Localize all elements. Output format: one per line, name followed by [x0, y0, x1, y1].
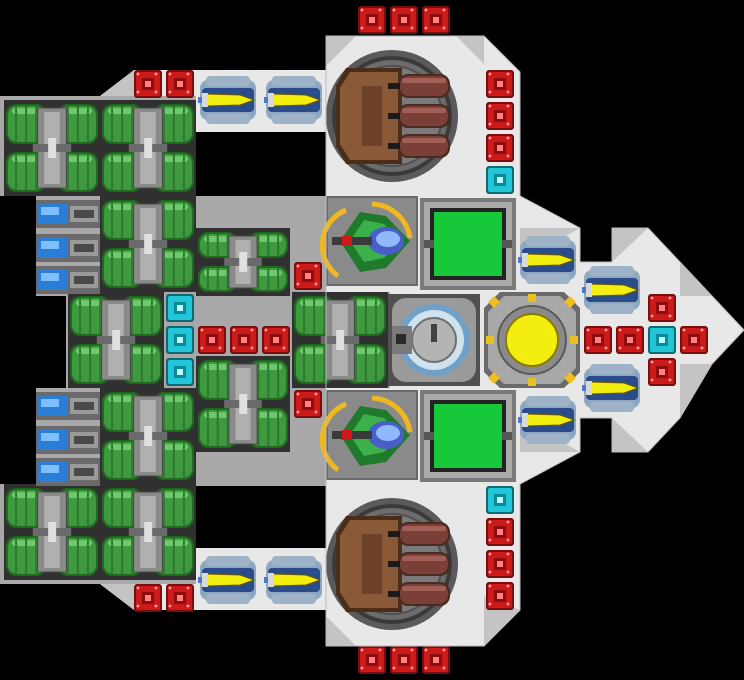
red-armor-block-icon[interactable]: [358, 6, 386, 34]
red-armor-block-icon[interactable]: [486, 102, 514, 130]
blue-battery-icon[interactable]: [36, 426, 100, 454]
green-storage-module-icon[interactable]: [100, 196, 196, 292]
red-armor-block-icon[interactable]: [294, 390, 322, 418]
red-armor-block-icon[interactable]: [648, 294, 676, 322]
red-armor-block-icon[interactable]: [230, 326, 258, 354]
cannon-battery-icon[interactable]: [326, 498, 458, 630]
missile-launcher-icon[interactable]: [198, 76, 256, 124]
cockpit-icon[interactable]: [319, 196, 418, 286]
red-armor-block-icon[interactable]: [616, 326, 644, 354]
red-armor-block-icon[interactable]: [584, 326, 612, 354]
red-armor-block-icon[interactable]: [486, 550, 514, 578]
red-armor-block-icon[interactable]: [422, 6, 450, 34]
missile-launcher-icon[interactable]: [582, 364, 640, 412]
cyan-armor-block-icon[interactable]: [486, 166, 514, 194]
hull-chamfer: [326, 36, 356, 66]
red-armor-block-icon[interactable]: [198, 326, 226, 354]
red-armor-block-icon[interactable]: [486, 518, 514, 546]
green-storage-module-icon[interactable]: [196, 228, 290, 296]
hull-gap: [0, 196, 36, 296]
hull-gap: [196, 484, 326, 548]
red-armor-block-icon[interactable]: [390, 6, 418, 34]
hull-outline: [325, 35, 744, 647]
red-armor-block-icon[interactable]: [486, 582, 514, 610]
red-armor-block-icon[interactable]: [486, 134, 514, 162]
cyan-armor-block-icon[interactable]: [648, 326, 676, 354]
hull-chamfer: [326, 616, 356, 646]
red-armor-block-icon[interactable]: [262, 326, 290, 354]
red-armor-block-icon[interactable]: [486, 70, 514, 98]
hull-chamfer: [612, 228, 648, 262]
red-armor-block-icon[interactable]: [648, 358, 676, 386]
red-armor-block-icon[interactable]: [680, 326, 708, 354]
red-armor-block-icon[interactable]: [294, 262, 322, 290]
green-storage-module-icon[interactable]: [68, 292, 164, 388]
blue-battery-icon[interactable]: [36, 458, 100, 486]
cannon-battery-icon[interactable]: [326, 50, 458, 182]
green-storage-module-icon[interactable]: [292, 292, 388, 388]
missile-launcher-icon[interactable]: [518, 236, 576, 284]
cockpit-icon[interactable]: [319, 390, 418, 480]
green-storage-module-icon[interactable]: [4, 484, 100, 580]
hull-chamfer: [100, 584, 134, 610]
hull-chamfer: [612, 418, 648, 452]
blue-battery-icon[interactable]: [36, 266, 100, 294]
red-armor-block-icon[interactable]: [166, 584, 194, 612]
missile-launcher-icon[interactable]: [198, 556, 256, 604]
green-storage-module-icon[interactable]: [196, 356, 290, 452]
cyan-armor-block-icon[interactable]: [166, 358, 194, 386]
blue-battery-icon[interactable]: [36, 392, 100, 420]
green-screen-icon[interactable]: [420, 198, 516, 290]
red-armor-block-icon[interactable]: [166, 70, 194, 98]
hull-gap: [0, 388, 36, 486]
green-storage-module-icon[interactable]: [4, 100, 100, 196]
hull-chamfer: [456, 36, 484, 64]
missile-launcher-icon[interactable]: [264, 76, 322, 124]
missile-launcher-icon[interactable]: [264, 556, 322, 604]
red-armor-block-icon[interactable]: [134, 70, 162, 98]
reactor-core-icon[interactable]: [484, 292, 580, 388]
green-storage-module-icon[interactable]: [100, 100, 196, 196]
cyan-armor-block-icon[interactable]: [486, 486, 514, 514]
hull-gap: [196, 132, 326, 196]
cyan-armor-block-icon[interactable]: [166, 294, 194, 322]
missile-launcher-icon[interactable]: [518, 396, 576, 444]
red-armor-block-icon[interactable]: [390, 646, 418, 674]
red-armor-block-icon[interactable]: [422, 646, 450, 674]
hull-chamfer: [100, 70, 134, 96]
blue-battery-icon[interactable]: [36, 200, 100, 228]
hull-gap: [0, 296, 66, 388]
cyan-armor-block-icon[interactable]: [166, 326, 194, 354]
missile-launcher-icon[interactable]: [582, 266, 640, 314]
green-storage-module-icon[interactable]: [100, 484, 196, 580]
turret-icon[interactable]: [388, 294, 480, 386]
blue-battery-icon[interactable]: [36, 234, 100, 262]
red-armor-block-icon[interactable]: [134, 584, 162, 612]
red-armor-block-icon[interactable]: [358, 646, 386, 674]
green-screen-icon[interactable]: [420, 390, 516, 482]
green-storage-module-icon[interactable]: [100, 388, 196, 484]
